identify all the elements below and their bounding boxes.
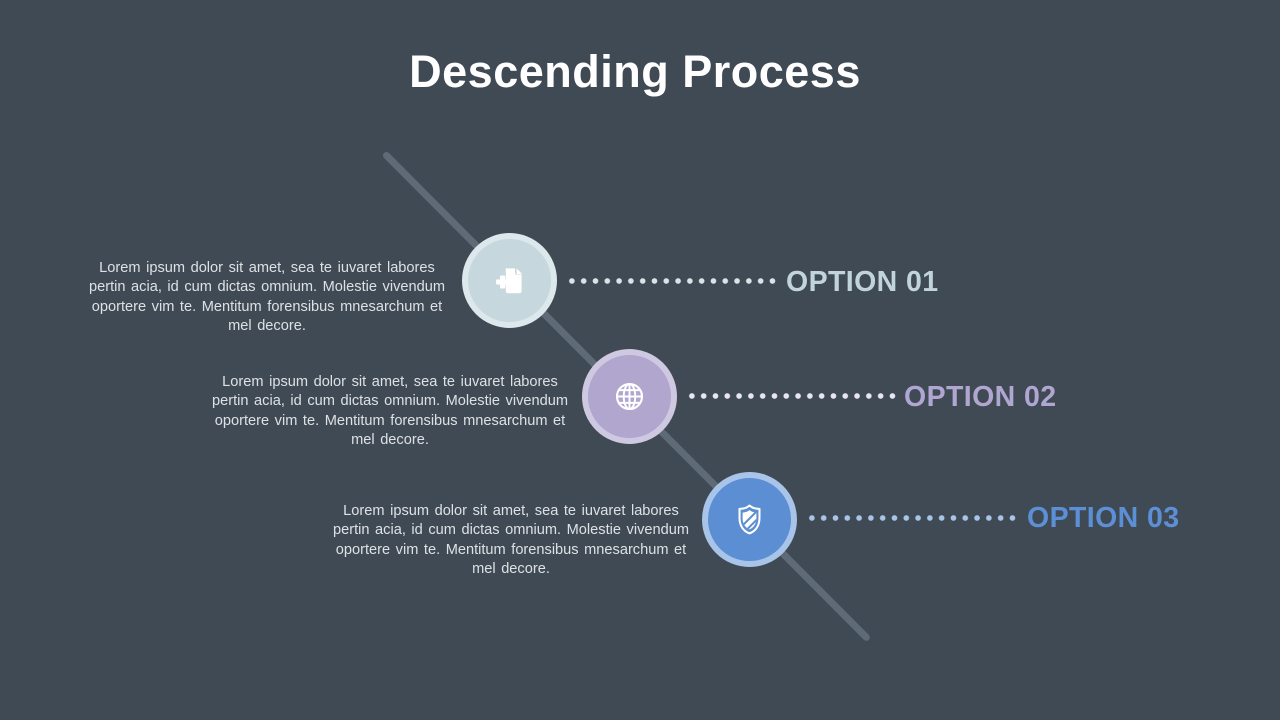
shield-icon xyxy=(729,499,770,540)
document-plus-icon xyxy=(489,260,530,301)
option-02-label: OPTION 02 xyxy=(904,381,1057,413)
slide-title: Descending Process xyxy=(409,46,861,97)
option-03-circle xyxy=(701,471,797,567)
option-01-circle xyxy=(461,233,557,328)
option-02-dotted-connector xyxy=(686,393,898,399)
globe-icon xyxy=(609,376,650,417)
option-01-description: Lorem ipsum dolor sit amet, sea te iuvar… xyxy=(88,260,446,335)
option-03-dotted-connector xyxy=(806,515,1018,521)
option-03-label: OPTION 03 xyxy=(1027,502,1180,534)
option-02-description: Lorem ipsum dolor sit amet, sea te iuvar… xyxy=(211,374,569,449)
option-01-label: OPTION 01 xyxy=(786,266,939,298)
option-01-dotted-connector xyxy=(566,278,778,284)
option-03-description: Lorem ipsum dolor sit amet, sea te iuvar… xyxy=(332,503,690,578)
option-02-circle xyxy=(581,348,677,444)
